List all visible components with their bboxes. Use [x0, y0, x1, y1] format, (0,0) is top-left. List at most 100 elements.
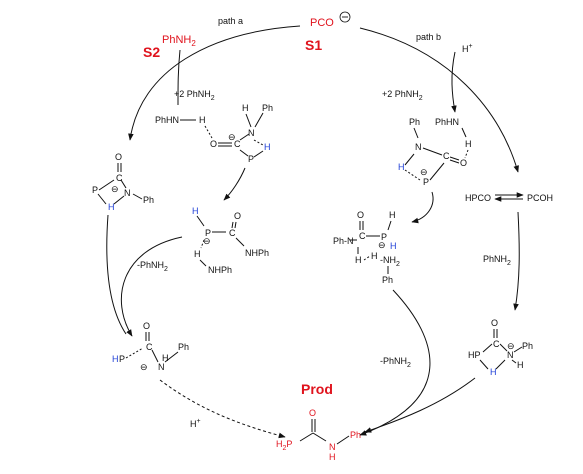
minus-aniline-left: -PhNH2	[137, 260, 168, 273]
arrow-minus-aniline-left	[120, 236, 183, 337]
svg-text:O: O	[210, 139, 217, 149]
svg-text:C: C	[229, 228, 236, 238]
left-bottom-intermediate: O C H P ⊖ N H Ph	[112, 321, 189, 372]
svg-text:P: P	[205, 228, 211, 238]
pco-anion: PCO	[310, 17, 334, 29]
svg-text:⊖: ⊖	[111, 184, 119, 194]
svg-text:O: O	[460, 158, 467, 168]
top-left-intermediate: PhHN H O C ⊖ N H Ph P H	[155, 103, 273, 164]
svg-text:H: H	[465, 139, 472, 149]
svg-text:N: N	[124, 188, 131, 198]
arrow-to-hp-intermediate	[223, 167, 246, 201]
svg-text:⊖: ⊖	[228, 132, 236, 142]
arrow-minus-aniline-right	[359, 289, 431, 436]
svg-text:NHPh: NHPh	[245, 248, 269, 258]
plus-aniline-a: +2 PhNH2	[174, 89, 215, 102]
plus-aniline-b: +2 PhNH2	[382, 89, 423, 102]
svg-text:H: H	[390, 241, 397, 251]
svg-text:⊖: ⊖	[507, 341, 515, 351]
h-plus-top: H+	[462, 43, 473, 54]
svg-text:P: P	[381, 232, 387, 242]
svg-text:O: O	[143, 321, 150, 331]
svg-text:Ph: Ph	[382, 275, 393, 285]
svg-text:C: C	[146, 342, 153, 352]
s2-label: S2	[143, 44, 160, 60]
path-a-arrow	[128, 25, 301, 141]
svg-text:PhHN: PhHN	[435, 117, 459, 127]
svg-text:⊖: ⊖	[140, 362, 148, 372]
svg-text:N: N	[329, 442, 336, 452]
svg-text:C: C	[234, 139, 241, 149]
negative-charge-icon	[339, 11, 351, 23]
svg-text:H: H	[264, 142, 271, 152]
svg-text:P: P	[119, 354, 125, 364]
svg-text:H: H	[112, 354, 119, 364]
product-structure: O H2P N H Ph	[276, 408, 361, 462]
path-a-label: path a	[218, 16, 243, 26]
svg-text:Ph: Ph	[178, 342, 189, 352]
svg-text:P: P	[423, 177, 429, 187]
svg-text:NHPh: NHPh	[208, 265, 232, 275]
svg-text:H: H	[398, 162, 405, 172]
svg-text:H: H	[194, 249, 201, 259]
svg-text:H: H	[490, 367, 497, 377]
svg-text:P: P	[92, 185, 98, 195]
svg-text:O: O	[115, 152, 122, 162]
left-ring-intermediate: O C P N H Ph ⊖	[92, 152, 154, 212]
h-plus-bottom: H+	[190, 418, 201, 429]
svg-text:PhHN: PhHN	[155, 115, 179, 125]
svg-text:O: O	[357, 210, 364, 220]
svg-text:H: H	[355, 255, 362, 265]
svg-text:Ph-N: Ph-N	[333, 236, 354, 246]
aniline-right: PhNH2	[483, 254, 511, 267]
svg-text:N: N	[248, 128, 255, 138]
right-middle-intermediate: O C P ⊖ H H Ph-N H H -NH2 Ph	[333, 210, 400, 285]
svg-text:HP: HP	[468, 350, 481, 360]
pcoh-label: PCOH	[527, 193, 553, 203]
svg-text:H: H	[329, 452, 336, 462]
svg-text:Ph: Ph	[143, 195, 154, 205]
svg-text:Ph: Ph	[522, 341, 533, 351]
svg-text:H: H	[108, 202, 115, 212]
svg-text:O: O	[234, 211, 241, 221]
path-b-label: path b	[416, 32, 441, 42]
svg-text:C: C	[493, 339, 500, 349]
svg-text:Ph: Ph	[350, 430, 361, 440]
svg-text:Ph: Ph	[262, 103, 273, 113]
svg-text:Ph: Ph	[409, 117, 420, 127]
svg-text:N: N	[415, 142, 422, 152]
right-ring-intermediate: O C HP N Ph H H ⊖	[468, 318, 533, 377]
svg-text:P: P	[248, 154, 254, 164]
svg-text:N: N	[507, 350, 514, 360]
arrow-to-hp-urea	[411, 191, 434, 224]
svg-text:H: H	[389, 210, 396, 220]
svg-text:⊖: ⊖	[378, 240, 386, 250]
s1-label: S1	[305, 37, 322, 53]
svg-text:H: H	[371, 251, 378, 261]
svg-text:H: H	[242, 103, 249, 113]
svg-text:H: H	[162, 353, 169, 363]
product-h2p: H2P	[276, 439, 292, 452]
product-label: Prod	[301, 381, 333, 397]
minus-aniline-right: -PhNH2	[380, 356, 411, 369]
svg-text:⊖: ⊖	[203, 236, 211, 246]
svg-text:O: O	[491, 318, 498, 328]
aniline-reagent: PhNH2	[162, 34, 196, 48]
svg-text:C: C	[116, 173, 123, 183]
hp-amide-intermediate: H P ⊖ C O NHPh H NHPh	[192, 206, 269, 275]
arrow-to-right-ring	[513, 211, 520, 311]
proton-arrow	[451, 51, 457, 113]
svg-text:C: C	[359, 231, 366, 241]
path-a-branch	[177, 49, 181, 106]
hpco-label: HPCO	[465, 193, 491, 203]
svg-text:O: O	[309, 408, 316, 418]
svg-text:⊖: ⊖	[420, 167, 428, 177]
arrow-right-ring-to-product	[364, 377, 476, 433]
svg-text:N: N	[158, 362, 165, 372]
svg-text:H: H	[192, 206, 199, 216]
svg-text:H: H	[199, 115, 206, 125]
svg-text:H: H	[517, 360, 524, 370]
path-b-arrow	[359, 27, 519, 173]
